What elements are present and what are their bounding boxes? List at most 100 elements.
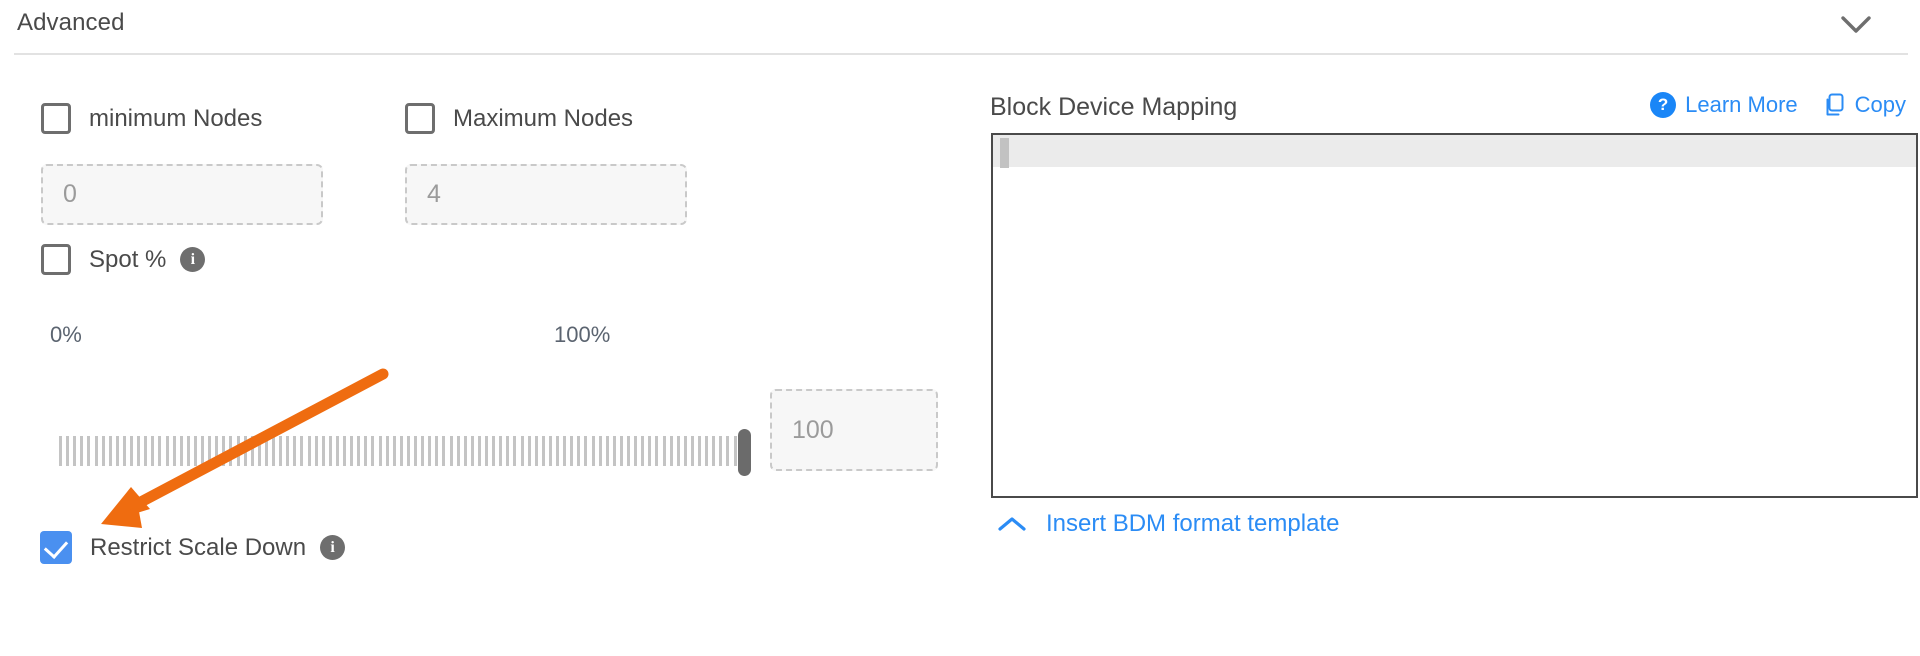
slider-tick — [272, 436, 275, 466]
slider-tick — [243, 436, 247, 466]
slider-max-label: 100% — [554, 322, 611, 347]
slider-tick — [236, 436, 240, 466]
min-nodes-checkbox[interactable] — [41, 103, 71, 134]
spot-percent-info-icon[interactable]: i — [180, 247, 206, 272]
slider-tick — [598, 436, 602, 466]
slider-tick — [719, 436, 723, 466]
slider-tick — [648, 436, 652, 466]
slider-tick — [392, 436, 396, 466]
slider-tick — [456, 436, 460, 466]
slider-tick — [406, 436, 410, 466]
slider-tick — [371, 436, 375, 466]
slider-tick — [612, 436, 616, 466]
slider-tick — [186, 436, 190, 466]
max-nodes-label: Maximum Nodes — [453, 104, 634, 132]
slider-tick — [364, 436, 368, 466]
left-column: minimum Nodes 0 Maximum Nodes 4 Spot % i… — [0, 54, 960, 656]
slider-tick — [605, 436, 609, 466]
slider-tick — [570, 436, 574, 466]
info-glyph: i — [190, 250, 196, 268]
copy-link[interactable]: Copy — [1824, 92, 1906, 118]
slider-tick — [300, 436, 304, 466]
min-nodes-label: minimum Nodes — [89, 104, 263, 132]
min-nodes-row[interactable]: minimum Nodes — [41, 103, 262, 134]
right-column: Block Device Mapping ? Learn More Copy — [990, 54, 1920, 656]
slider-tick — [286, 436, 290, 466]
slider-tick — [662, 436, 666, 466]
min-nodes-input-value: 0 — [63, 180, 77, 208]
slider-track[interactable] — [59, 436, 749, 466]
slider-tick — [335, 436, 339, 466]
slider-tick — [328, 436, 332, 466]
learn-more-label: Learn More — [1685, 92, 1798, 117]
slider-tick — [584, 436, 588, 466]
spot-percent-value-input[interactable]: 100 — [770, 389, 938, 471]
section-header: Advanced — [0, 0, 1920, 55]
slider-tick — [73, 436, 77, 466]
slider-tick — [59, 436, 62, 466]
slider-tick — [307, 436, 311, 466]
max-nodes-input-value: 4 — [427, 180, 441, 208]
insert-bdm-template-label: Insert BDM format template — [1046, 510, 1340, 537]
header-divider — [14, 53, 1908, 55]
restrict-scale-down-info-icon[interactable]: i — [320, 535, 346, 560]
slider-tick — [385, 436, 389, 466]
slider-thumb[interactable] — [738, 429, 751, 476]
slider-tick — [669, 436, 673, 466]
slider-tick — [428, 436, 432, 466]
slider-tick — [215, 436, 219, 466]
max-nodes-checkbox[interactable] — [405, 103, 435, 134]
slider-tick — [229, 436, 233, 466]
slider-tick — [492, 436, 496, 466]
slider-tick — [357, 436, 361, 466]
slider-tick — [463, 436, 467, 466]
learn-more-link[interactable]: ? Learn More — [1650, 92, 1798, 118]
copy-label: Copy — [1854, 92, 1906, 117]
slider-tick — [527, 436, 531, 466]
slider-tick — [690, 436, 694, 466]
max-nodes-row[interactable]: Maximum Nodes — [405, 103, 633, 134]
restrict-scale-down-row[interactable]: Restrict Scale Down i — [40, 531, 346, 564]
slider-tick — [655, 436, 659, 466]
slider-tick — [641, 436, 645, 466]
slider-tick — [122, 436, 126, 466]
slider-tick — [591, 436, 595, 466]
slider-tick — [80, 436, 84, 466]
spot-percent-checkbox[interactable] — [41, 244, 71, 275]
slider-tick — [683, 436, 687, 466]
chevron-down-icon[interactable] — [1836, 8, 1876, 42]
slider-tick — [172, 436, 176, 466]
slider-tick — [137, 436, 141, 466]
max-nodes-input[interactable]: 4 — [405, 164, 687, 225]
slider-tick — [257, 436, 261, 466]
slider-tick — [115, 436, 119, 466]
slider-tick — [250, 436, 254, 466]
slider-tick — [534, 436, 538, 466]
slider-tick — [208, 436, 212, 466]
slider-tick — [350, 436, 354, 466]
chevron-up-icon — [998, 517, 1026, 531]
insert-bdm-template-link[interactable]: Insert BDM format template — [998, 510, 1339, 538]
restrict-scale-down-checkbox[interactable] — [40, 531, 72, 564]
slider-tick — [144, 436, 148, 466]
slider-tick — [94, 436, 98, 466]
slider-tick — [66, 436, 70, 466]
slider-tick — [705, 436, 709, 466]
min-nodes-input[interactable]: 0 — [41, 164, 323, 225]
spot-percent-row[interactable]: Spot % i — [41, 244, 206, 275]
bdm-code-editor[interactable] — [991, 133, 1918, 498]
restrict-scale-down-label: Restrict Scale Down — [90, 533, 307, 561]
chevron-down-glyph — [1841, 16, 1871, 33]
help-question-icon: ? — [1650, 92, 1677, 118]
slider-tick — [279, 436, 283, 466]
slider-tick — [712, 436, 716, 466]
slider-tick — [179, 436, 183, 466]
slider-tick — [101, 436, 105, 466]
bdm-actions: ? Learn More Copy — [1650, 92, 1906, 118]
slider-tick — [698, 436, 701, 466]
slider-tick — [130, 436, 133, 466]
slider-tick — [165, 436, 169, 466]
slider-tick — [151, 436, 155, 466]
page-title: Advanced — [17, 9, 125, 36]
